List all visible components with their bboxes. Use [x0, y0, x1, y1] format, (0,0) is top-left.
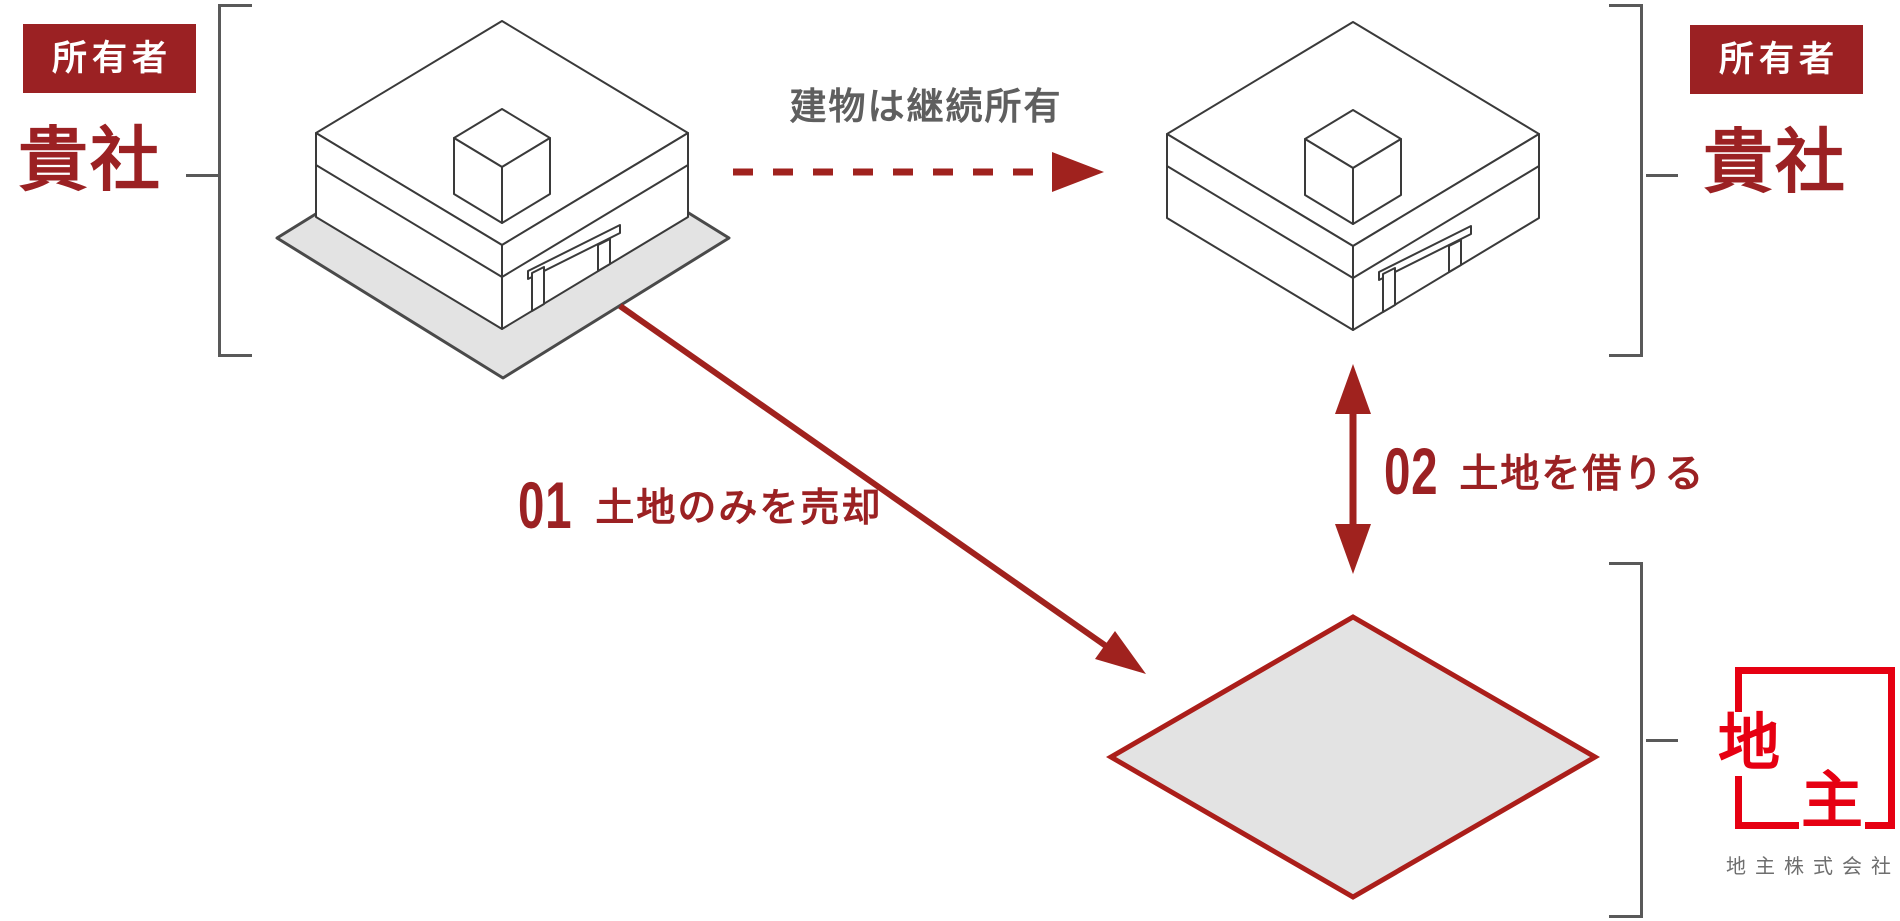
building-retained-label: 建物は継続所有: [789, 86, 1063, 127]
sell-land-arrow-icon: [618, 303, 1146, 674]
owner-name-left: 貴社: [18, 121, 162, 199]
bracket-tick-right: [1646, 174, 1678, 177]
building-icon-right: [1166, 21, 1540, 331]
step-lease-land-label: 02 土地を借りる: [1384, 438, 1705, 504]
dashed-arrow-icon: [733, 152, 1104, 192]
right-building-scene: [1166, 21, 1540, 331]
bracket-tick-land: [1646, 739, 1678, 742]
landowner-company-name: 地主株式会社: [1726, 856, 1900, 878]
left-building-scene: [275, 20, 731, 380]
step-number-02: 02: [1384, 434, 1439, 508]
land-parcel-icon: [1106, 614, 1600, 900]
jinushi-logo-char-bottom: 主: [1799, 767, 1866, 836]
bracket-land-parcel: [1609, 562, 1643, 918]
bracket-left-building: [218, 4, 252, 357]
lease-land-double-arrow-icon: [1335, 364, 1371, 574]
owner-badge-right: 所有者: [1690, 25, 1864, 94]
bracket-right-building: [1609, 4, 1643, 357]
owner-badge-left: 所有者: [23, 24, 197, 93]
step-text-01: 土地のみを売却: [595, 487, 883, 530]
step-text-02: 土地を借りる: [1459, 453, 1706, 496]
owner-name-right: 貴社: [1703, 123, 1847, 201]
bracket-tick-left: [186, 174, 218, 177]
step-sell-land-label: 01 土地のみを売却: [518, 472, 882, 538]
step-number-01: 01: [518, 468, 573, 542]
jinushi-logo-char-top: 地: [1716, 709, 1783, 778]
